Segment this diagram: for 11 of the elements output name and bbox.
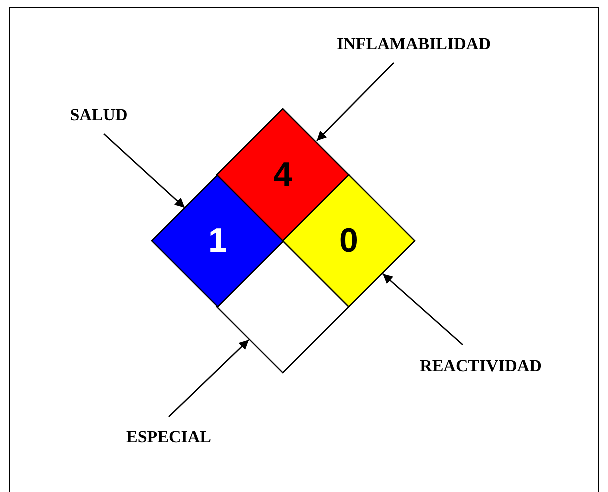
arrow [382,273,464,346]
hazard-rating: 0 [340,224,358,258]
category-label: INFLAMABILIDAD [337,36,491,52]
category-label: SALUD [70,106,128,124]
hazard-rating: 4 [274,158,292,192]
arrow [168,340,250,418]
arrow [104,133,186,209]
arrow [316,62,394,142]
category-label: ESPECIAL [126,428,212,446]
category-label: REACTIVIDAD [420,358,542,374]
hazard-rating: 1 [208,224,228,258]
